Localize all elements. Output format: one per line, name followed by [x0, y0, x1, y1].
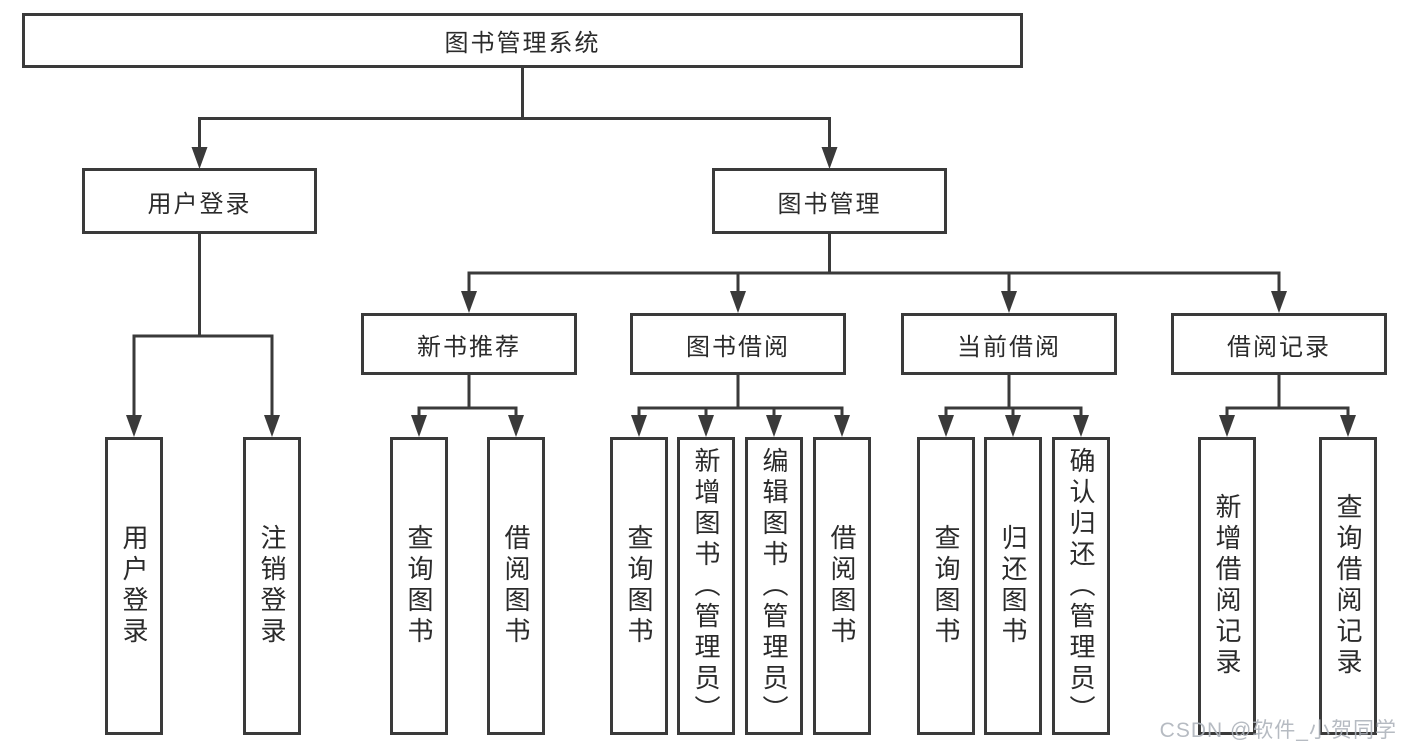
arrowhead-query-borrow-record — [1340, 415, 1356, 437]
arrowhead-user-login — [191, 147, 208, 169]
node-user-login: 用户登录 — [82, 168, 317, 234]
arrowhead-new-book-recommend — [461, 291, 477, 313]
node-new-book-recommend: 新书推荐 — [361, 313, 577, 375]
node-borrow-record: 借阅记录 — [1171, 313, 1387, 375]
node-book-management-label: 图书管理 — [777, 190, 882, 218]
arrowhead-user-login-leaf — [126, 415, 142, 437]
leaf-return-book: 归还图书 — [984, 437, 1042, 735]
arrowhead-book-borrow — [730, 291, 746, 313]
leaf-add-book-admin-label: 新增图书（管理员） — [691, 446, 721, 726]
leaf-query-book-recommend: 查询图书 — [390, 437, 448, 735]
leaf-borrow-book-recommend: 借阅图书 — [487, 437, 545, 735]
arrowhead-query-book-recommend — [411, 415, 427, 437]
leaf-return-book-label: 归还图书 — [998, 524, 1028, 648]
leaf-confirm-return-admin: 确认归还（管理员） — [1052, 437, 1110, 735]
arrowhead-book-management — [821, 147, 838, 169]
node-root-label: 图书管理系统 — [444, 30, 601, 57]
leaf-add-borrow-record: 新增借阅记录 — [1198, 437, 1256, 735]
arrowhead-logout — [264, 415, 280, 437]
leaf-borrow-book-recommend-label: 借阅图书 — [501, 524, 531, 648]
leaf-edit-book-admin-label: 编辑图书（管理员） — [759, 446, 789, 726]
arrowhead-query-book-current — [938, 415, 954, 437]
leaf-add-borrow-record-label: 新增借阅记录 — [1212, 493, 1242, 679]
leaf-query-book-current-label: 查询图书 — [931, 524, 961, 648]
node-user-login-label: 用户登录 — [147, 190, 252, 218]
arrowhead-borrow-record — [1271, 291, 1287, 313]
leaf-add-book-admin: 新增图书（管理员） — [677, 437, 735, 735]
node-current-borrow-label: 当前借阅 — [957, 333, 1061, 361]
leaf-confirm-return-admin-label: 确认归还（管理员） — [1066, 446, 1096, 726]
leaf-user-login-label: 用户登录 — [119, 524, 149, 648]
arrowhead-current-borrow — [1001, 291, 1017, 313]
leaf-borrow-book-label: 借阅图书 — [827, 524, 857, 648]
node-book-borrow: 图书借阅 — [630, 313, 846, 375]
node-root: 图书管理系统 — [22, 13, 1023, 68]
arrowhead-edit-book-admin — [766, 415, 782, 437]
node-current-borrow: 当前借阅 — [901, 313, 1117, 375]
leaf-query-book-current: 查询图书 — [917, 437, 975, 735]
node-book-borrow-label: 图书借阅 — [686, 333, 790, 361]
arrowhead-add-borrow-record — [1219, 415, 1235, 437]
node-new-book-recommend-label: 新书推荐 — [417, 333, 521, 361]
leaf-query-book-borrow: 查询图书 — [610, 437, 668, 735]
leaf-borrow-book: 借阅图书 — [813, 437, 871, 735]
arrowhead-borrow-book — [834, 415, 850, 437]
arrowhead-borrow-book-recommend — [508, 415, 524, 437]
arrowhead-add-book-admin — [698, 415, 714, 437]
leaf-edit-book-admin: 编辑图书（管理员） — [745, 437, 803, 735]
leaf-logout: 注销登录 — [243, 437, 301, 735]
node-book-management: 图书管理 — [712, 168, 947, 234]
arrowhead-confirm-return-admin — [1073, 415, 1089, 437]
leaf-logout-label: 注销登录 — [257, 524, 287, 648]
leaf-query-book-borrow-label: 查询图书 — [624, 524, 654, 648]
csdn-watermark: CSDN @软件_小贺同学 — [1159, 719, 1397, 742]
leaf-query-borrow-record-label: 查询借阅记录 — [1333, 493, 1363, 679]
leaf-query-book-recommend-label: 查询图书 — [404, 524, 434, 648]
arrowhead-query-book-borrow — [631, 415, 647, 437]
node-borrow-record-label: 借阅记录 — [1227, 333, 1331, 361]
arrowhead-return-book — [1005, 415, 1021, 437]
leaf-user-login: 用户登录 — [105, 437, 163, 735]
leaf-query-borrow-record: 查询借阅记录 — [1319, 437, 1377, 735]
